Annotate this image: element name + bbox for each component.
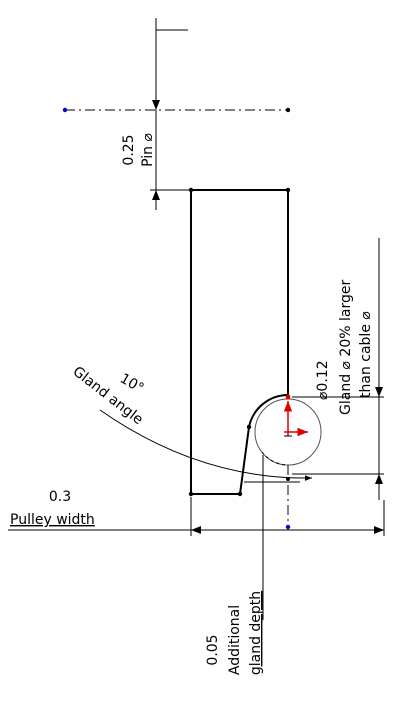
- pulley-width-value: 0.3: [49, 489, 71, 505]
- pin-end-point[interactable]: [285, 107, 291, 113]
- gland-angle-value: 10°: [117, 371, 147, 397]
- pulley-width-label: Pulley width: [10, 512, 95, 528]
- pin-arrow-top: [152, 100, 160, 110]
- gland-angle-arc: [99, 409, 313, 481]
- pulley-corner-tr[interactable]: [285, 187, 291, 193]
- gland-dia-value: ⌀0.12: [315, 360, 331, 400]
- gland-dia-arrow-bottom: [375, 474, 383, 484]
- cable-top-point[interactable]: [285, 394, 291, 400]
- pin-arrow-bottom: [152, 190, 160, 200]
- pin-dim-symbol: ⌀: [140, 133, 156, 142]
- pulley-corner-tl[interactable]: [188, 187, 194, 193]
- gland-angle-label: Gland angle: [70, 364, 146, 429]
- gland-dia-line3: than cable ⌀: [358, 311, 374, 398]
- pulley-width-arrow-left: [191, 526, 201, 534]
- pin-dim-label: Pin: [140, 146, 156, 167]
- gland-dia-line2: Gland ⌀ 20% larger: [338, 280, 354, 415]
- cable-circle-hidden-arc: [261, 451, 289, 466]
- pulley-corner-bl[interactable]: [188, 491, 194, 497]
- gland-depth-line2: Additional: [227, 605, 243, 675]
- pulley-center-bottom-point[interactable]: [285, 524, 291, 530]
- gland-slope-line: [239, 426, 250, 495]
- pulley-width-arrow-right: [374, 526, 384, 534]
- pin-dim-value: 0.25: [121, 134, 137, 165]
- pin-center-point[interactable]: [62, 107, 68, 113]
- pin-dim-label-line: Pin ⌀: [140, 133, 156, 167]
- gland-depth-value: 0.05: [205, 634, 221, 665]
- gland-dia-arrow-top: [375, 387, 383, 397]
- gland-arc: [248, 394, 289, 428]
- gland-depth-line3: gland depth: [248, 591, 264, 675]
